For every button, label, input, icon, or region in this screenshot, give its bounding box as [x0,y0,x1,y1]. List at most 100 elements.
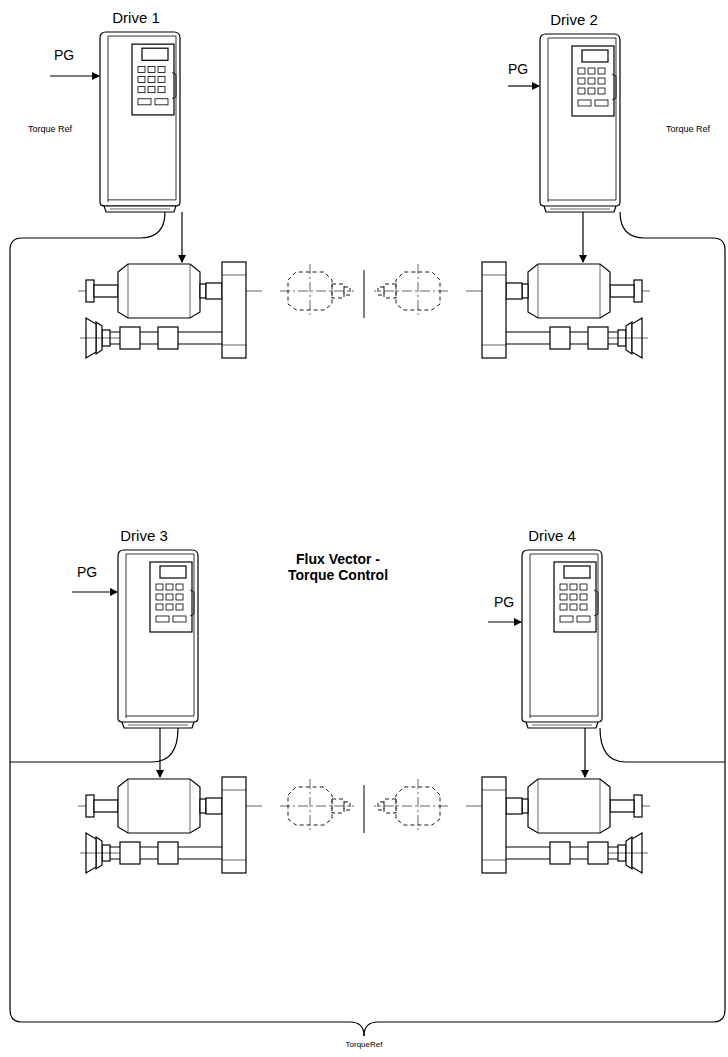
pg-label: PG [44,47,84,63]
drive-enclosure-part [522,550,602,728]
drive-enclosure-part-part [550,209,610,210]
drive-label: Drive 3 [120,527,168,544]
center-line-part [364,270,365,318]
drive-enclosure [540,34,620,212]
drive-unit-top-left [78,262,354,358]
drive-enclosure-part-part [598,68,605,74]
drive-enclosure-part-part [138,76,145,82]
torque-ref-bracket-part [600,728,725,762]
drive-unit-bottom-left [78,777,354,873]
drive-enclosure-part-part [548,38,616,202]
drive-enclosure-part-part [564,566,590,578]
drive-enclosure-part-part [560,604,567,610]
drive-enclosure-part-part [166,584,173,590]
drive-box: Drive 3 [118,550,198,728]
drive-enclosure-part-part [156,616,169,622]
drive-enclosure-part-part [156,594,163,600]
drive-enclosure-part-part [176,604,183,610]
drive-label: Drive 1 [112,9,160,26]
drive-enclosure-part-part [577,616,590,622]
center-line-part [364,785,365,833]
drive-unit-bottom-right [374,777,650,873]
drive-enclosure-part-part [118,550,198,722]
drive-enclosure-part-part [176,584,183,590]
drive-enclosure-part-part [176,594,183,600]
drive-label: Drive 4 [528,527,576,544]
drive-enclosure-part-part [544,206,616,212]
drive-enclosure-part [540,34,620,212]
drive-enclosure-part-part [126,554,194,718]
torque-ref-bracket [10,212,725,1036]
drive-enclosure-part-part [104,206,176,212]
drive-enclosure-part-part [570,594,577,600]
drive-enclosure-part-part [158,66,165,72]
pg-arrow-part [488,621,521,622]
drive-enclosure-part-part [158,76,165,82]
drive-enclosure-part-part [148,87,155,93]
drive-enclosure-part-part [158,87,165,93]
motor-feed-arrow-part [159,728,160,777]
drive-enclosure-part-part [578,78,585,84]
drive-enclosure-part-part [110,208,170,209]
drive-box: Drive 2 [540,34,620,212]
torque-ref-bracket-part [364,212,725,1036]
pg-arrow-part [72,591,117,592]
drive-enclosure [100,32,180,212]
torque-ref-label: TorqueRef [329,1040,399,1049]
drive-enclosure-part-part [570,604,577,610]
drive-enclosure-part-part [138,66,145,72]
drive-enclosure-part-part [173,616,186,622]
drive-enclosure-part-part [588,78,595,84]
drive-enclosure-part-part [132,44,174,115]
drive-enclosure [118,550,198,728]
drive-enclosure-part-part [108,36,176,202]
pg-label: PG [498,61,538,77]
torque-ref-label: Torque Ref [27,124,73,134]
drive-unit-top-right-part [374,262,650,358]
drive-enclosure-part-part [560,594,567,600]
pg-label: PG [484,594,524,610]
drive-enclosure-part-part [560,616,573,622]
drive-enclosure-part-part [580,594,587,600]
drive-enclosure-part-part [142,48,168,60]
drive-enclosure-part-part [580,584,587,590]
drive-enclosure-part-part [138,99,151,105]
motor-feed-arrow [160,212,585,777]
pg-arrow-part [50,75,99,76]
drive-enclosure-part-part [156,584,163,590]
pg-arrow-part [508,85,539,86]
drive-enclosure-part-part [560,584,567,590]
drive-enclosure-part [118,550,198,728]
drive-enclosure-part-part [160,566,186,578]
drive-unit-bottom-right-part [374,777,650,873]
drive-enclosure-part-part [156,604,163,610]
drive-enclosure-part-part [172,72,176,98]
torque-ref-bracket-part [10,728,178,762]
drive-enclosure-part-part [598,88,605,94]
drive-enclosure-part-part [578,68,585,74]
drive-enclosure-part-part [588,88,595,94]
drive-enclosure-part-part [526,722,598,728]
drive-enclosure-part-part [612,74,616,100]
torque-ref-label: Torque Ref [665,124,711,134]
drive-enclosure-part-part [190,590,194,616]
drive-unit-bottom-left-part [78,777,354,873]
drive-box: Drive 4 [522,550,602,728]
drive-enclosure-part-part [582,50,608,62]
drive-enclosure-part-part [100,32,180,206]
drive-enclosure-part-part [595,100,608,106]
torque-ref-bracket-part [10,212,364,1036]
motor-feed-arrow-part [582,212,583,262]
drive-enclosure-part-part [155,99,168,105]
drive-enclosure-part-part [148,76,155,82]
drive-enclosure-part-part [540,34,620,206]
motor-feed-arrow-part [584,728,585,777]
drive-enclosure-part-part [128,725,188,726]
drive-enclosure-part-part [522,550,602,722]
drive-enclosure-part-part [570,584,577,590]
drive-enclosure-part-part [150,562,192,632]
drive-enclosure-part-part [530,554,598,718]
drive-enclosure-part-part [554,562,596,632]
drive-enclosure-part-part [578,88,585,94]
drive-enclosure-part-part [532,725,592,726]
